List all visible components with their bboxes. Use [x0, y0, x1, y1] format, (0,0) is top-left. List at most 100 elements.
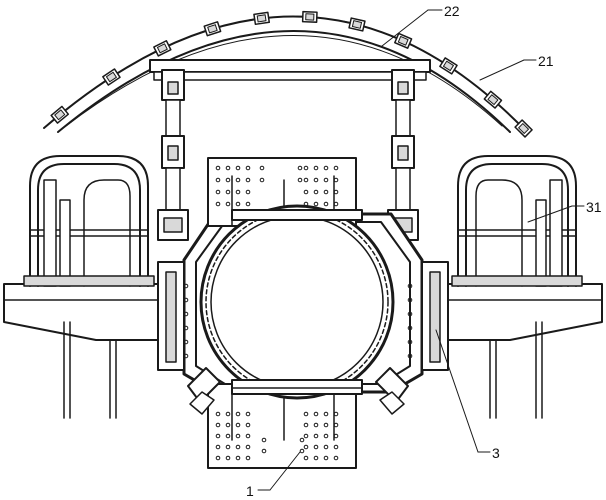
bolt-hole: [215, 165, 221, 171]
bolt-hole: [323, 444, 329, 450]
arch-clamp: [247, 11, 271, 26]
bolt-hole: [313, 201, 319, 207]
bolt-hole: [259, 177, 265, 183]
bolt-hole: [183, 353, 189, 359]
callout-1-label: 1: [246, 483, 254, 499]
bolt-hole: [235, 422, 241, 428]
bolt-hole: [245, 411, 251, 417]
bolt-hole: [407, 339, 413, 345]
bolt-hole: [323, 201, 329, 207]
bolt-hole: [215, 422, 221, 428]
bolt-hole: [297, 165, 303, 171]
bolt-hole: [303, 455, 309, 461]
bolt-hole: [323, 433, 329, 439]
bolt-hole: [323, 455, 329, 461]
bolt-hole: [333, 411, 339, 417]
bolt-hole: [299, 437, 305, 443]
side-bolts: [183, 283, 413, 359]
bolt-hole: [313, 455, 319, 461]
right-railing: [451, 155, 583, 287]
bottom-plate-bolts: [215, 411, 339, 461]
bolt-hole: [245, 422, 251, 428]
callout-31: 31: [527, 199, 602, 223]
bolt-hole: [245, 201, 251, 207]
bolt-hole: [333, 177, 339, 183]
bolt-hole: [215, 177, 221, 183]
bolt-hole: [303, 422, 309, 428]
bolt-hole: [183, 283, 189, 289]
bolt-hole: [313, 177, 319, 183]
bolt-hole: [323, 189, 329, 195]
bolt-hole: [303, 165, 309, 171]
right-platform: [447, 283, 603, 419]
bolt-hole: [235, 444, 241, 450]
arch-clamp: [296, 10, 318, 23]
callout-22-label: 22: [444, 3, 460, 19]
top-crossbeam: [149, 59, 431, 81]
bolt-hole: [407, 353, 413, 359]
arch-clamp: [482, 90, 503, 109]
left-railing: [23, 155, 155, 287]
arch-clamp: [513, 118, 533, 138]
bolt-hole: [313, 165, 319, 171]
bolt-hole: [333, 422, 339, 428]
bolt-hole: [245, 177, 251, 183]
bolt-hole: [183, 339, 189, 345]
bolt-hole: [333, 165, 339, 171]
arch-clamp: [149, 39, 172, 57]
bolt-hole: [303, 444, 309, 450]
bolt-hole: [259, 165, 265, 171]
bolt-hole: [323, 411, 329, 417]
bolt-hole: [333, 189, 339, 195]
top-plate-bolts: [215, 165, 339, 207]
arch-clamp: [343, 17, 366, 32]
bolt-hole: [333, 444, 339, 450]
bolt-hole: [245, 189, 251, 195]
bolt-hole: [245, 165, 251, 171]
bolt-hole: [235, 455, 241, 461]
bolt-hole: [407, 297, 413, 303]
callout-22: 22: [381, 3, 460, 47]
bolt-hole: [297, 177, 303, 183]
bolt-hole: [183, 297, 189, 303]
callout-3: 3: [435, 329, 500, 461]
bolt-hole: [407, 283, 413, 289]
bolt-hole: [183, 311, 189, 317]
arch-clamp: [199, 21, 222, 37]
bolt-hole: [245, 455, 251, 461]
bolt-hole: [261, 437, 267, 443]
bolt-hole: [323, 165, 329, 171]
bolt-hole: [225, 444, 231, 450]
bolt-hole: [225, 177, 231, 183]
bolt-hole: [313, 411, 319, 417]
bolt-hole: [215, 201, 221, 207]
bolt-hole: [225, 165, 231, 171]
bolt-hole: [225, 433, 231, 439]
bolt-hole: [303, 411, 309, 417]
arch-clamp: [99, 68, 121, 86]
bolt-hole: [235, 177, 241, 183]
bolt-hole: [407, 325, 413, 331]
arch-clamps: [48, 10, 533, 138]
bolt-hole: [225, 411, 231, 417]
bolt-hole: [225, 201, 231, 207]
bolt-hole: [235, 201, 241, 207]
bolt-hole: [313, 433, 319, 439]
bolt-hole: [245, 444, 251, 450]
bolt-hole: [313, 189, 319, 195]
arch-clamp: [390, 32, 413, 49]
bolt-hole: [333, 201, 339, 207]
bolt-hole: [235, 411, 241, 417]
bolt-hole: [245, 433, 251, 439]
callout-31-label: 31: [586, 199, 602, 215]
arch-clamp: [48, 105, 70, 124]
bolt-hole: [407, 311, 413, 317]
bolt-hole: [333, 455, 339, 461]
bolt-hole: [303, 433, 309, 439]
callout-21-label: 21: [538, 53, 554, 69]
bolt-hole: [225, 422, 231, 428]
bolt-hole: [215, 433, 221, 439]
callout-1: 1: [246, 451, 301, 499]
